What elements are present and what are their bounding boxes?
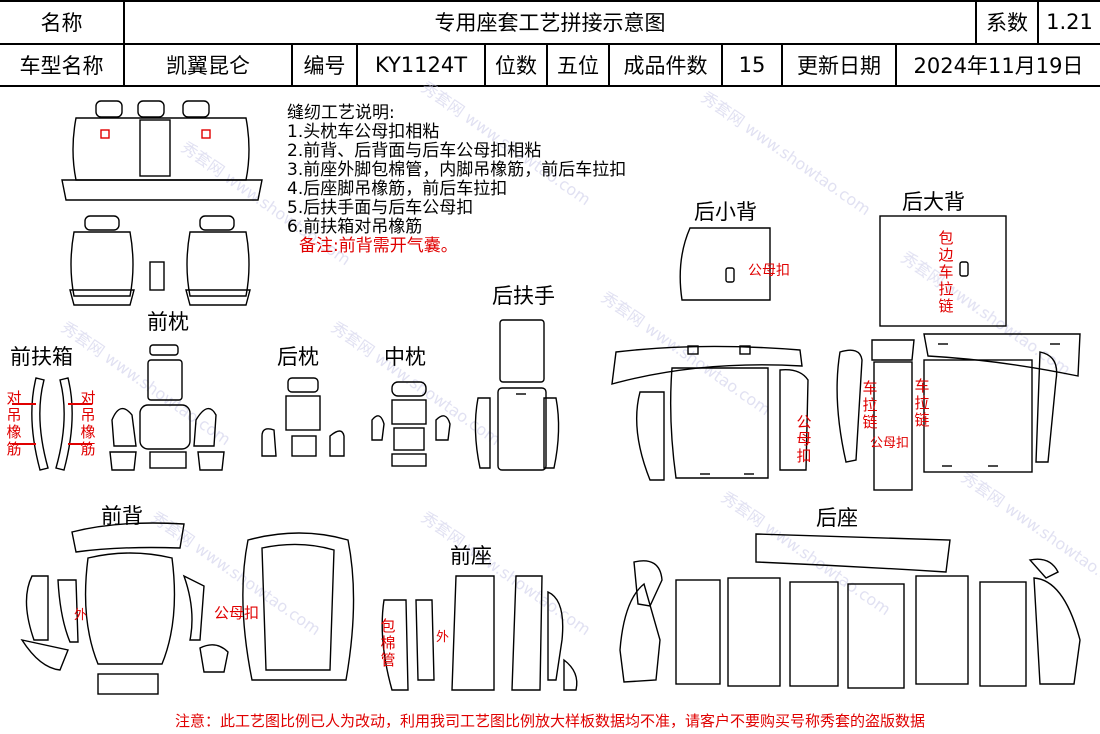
label-rear-small-back: 后小背 xyxy=(694,200,757,224)
mid-headrest-pieces xyxy=(371,381,451,467)
note-item: 3.前座外脚包棉管，内脚吊橡筋，前后车拉扣 xyxy=(287,160,627,180)
annot-hang-elastic-left: 对吊橡筋 xyxy=(6,389,22,458)
front-seat-pieces xyxy=(381,575,578,691)
note-item: 4.后座脚吊橡筋，前后车拉扣 xyxy=(287,179,508,199)
name-label: 名称 xyxy=(0,0,125,44)
rear-small-back-pieces xyxy=(611,227,809,481)
pieces-label: 成品件数 xyxy=(610,44,723,86)
label-rear-seat: 后座 xyxy=(816,506,858,530)
rear-seat-pieces xyxy=(619,533,1081,689)
seats-label: 位数 xyxy=(486,44,548,86)
label-front-armbox: 前扶箱 xyxy=(10,345,73,369)
note-item: 2.前背、后背面与后车公母扣相粘 xyxy=(287,141,542,161)
label-front-headrest: 前枕 xyxy=(147,310,189,334)
code-value: KY1124T xyxy=(358,44,486,86)
coef-label: 系数 xyxy=(977,0,1039,44)
sewing-notes: 缝纫工艺说明: 1.头枕车公母扣相粘 2.前背、后背面与后车公母扣相粘 3.前座… xyxy=(287,104,626,256)
coef-value: 1.21 xyxy=(1046,10,1093,34)
header-table: 名称 专用座套工艺拼接示意图 系数 1.21 车型名称 凯翼昆仑 编号 KY11… xyxy=(0,0,1100,87)
annot-snap-vertical: 公母扣 xyxy=(796,413,812,465)
front-armbox-pieces xyxy=(12,377,92,471)
notes-remark: 备注:前背需开气囊。 xyxy=(299,236,458,256)
code-label: 编号 xyxy=(293,44,358,86)
annot-zipper-right: 车拉链 xyxy=(914,377,930,429)
date-value: 2024年11月19日 xyxy=(913,54,1084,78)
date-label: 更新日期 xyxy=(783,44,897,86)
note-item: 5.后扶手面与后车公母扣 xyxy=(287,198,474,218)
label-mid-headrest: 中枕 xyxy=(384,345,426,369)
model-value: 凯翼昆仑 xyxy=(125,44,293,86)
label-rear-big-back: 后大背 xyxy=(902,190,965,214)
rear-headrest-pieces xyxy=(261,377,345,457)
annot-snap-rear-small: 公母扣 xyxy=(748,263,790,279)
annot-snap-mid: 公母扣 xyxy=(870,436,910,451)
note-item: 6.前扶箱对吊橡筋 xyxy=(287,217,423,237)
annot-outer-seat: 外 xyxy=(436,630,450,645)
label-front-seat: 前座 xyxy=(450,544,492,568)
annot-zipper-left: 车拉链 xyxy=(862,379,878,431)
rear-big-back-pieces xyxy=(836,215,1081,491)
annot-wrap-zipper: 包边车拉链 xyxy=(938,229,954,315)
annot-snap-front-back: 公母扣 xyxy=(214,604,260,622)
footer-warning: 注意：此工艺图比例已人为改动，利用我司工艺图比例放大样板数据均不准，请客户不要购… xyxy=(174,712,925,730)
page-title: 专用座套工艺拼接示意图 xyxy=(125,0,977,44)
label-rear-headrest: 后枕 xyxy=(277,345,319,369)
rear-armrest-pieces xyxy=(474,319,560,471)
label-front-back: 前背 xyxy=(101,504,143,528)
rear-seat-overview xyxy=(61,100,263,201)
model-label: 车型名称 xyxy=(0,44,125,86)
annot-cotton-tube: 包棉管 xyxy=(380,617,396,669)
front-seats-overview xyxy=(69,215,251,306)
front-headrest-pieces xyxy=(109,344,225,471)
annot-outer-back: 外 xyxy=(74,608,88,623)
seats-value: 五位 xyxy=(548,44,610,86)
label-rear-armrest: 后扶手 xyxy=(492,284,555,308)
notes-title: 缝纫工艺说明: xyxy=(287,103,395,123)
pieces-value: 15 xyxy=(723,44,783,86)
note-item: 1.头枕车公母扣相粘 xyxy=(287,122,440,142)
front-back-pieces xyxy=(20,522,355,695)
annot-hang-elastic-right: 对吊橡筋 xyxy=(80,389,96,458)
